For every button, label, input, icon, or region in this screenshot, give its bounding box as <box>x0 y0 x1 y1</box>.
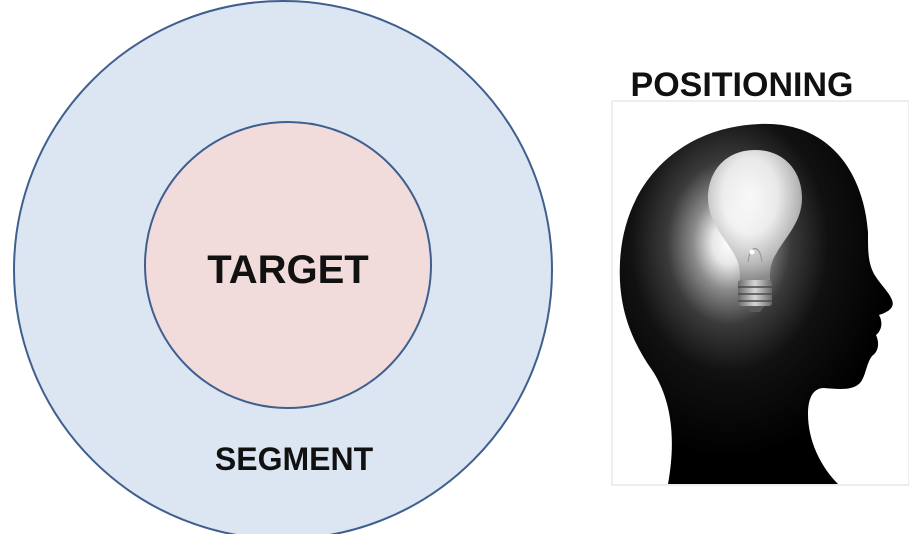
segment-target-diagram: TARGET SEGMENT <box>13 0 553 534</box>
segment-label: SEGMENT <box>215 441 374 477</box>
lightbulb-icon <box>708 150 802 312</box>
target-circle <box>144 121 432 409</box>
target-label: TARGET <box>207 248 368 292</box>
positioning-title: POSITIONING <box>631 66 854 104</box>
head-lightbulb-image <box>611 100 909 486</box>
